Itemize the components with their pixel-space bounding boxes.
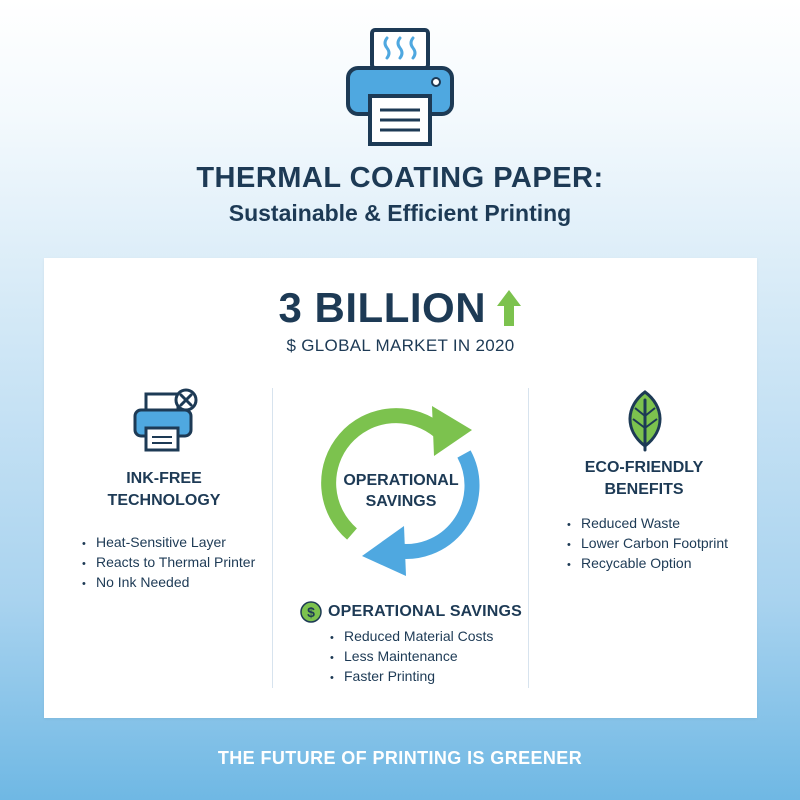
list-item: Reacts to Thermal Printer xyxy=(82,552,255,572)
column-divider-left xyxy=(272,388,273,688)
list-item: No Ink Needed xyxy=(82,572,255,592)
ink-free-heading: INK-FREE TECHNOLOGY xyxy=(64,468,264,512)
savings-list: Reduced Material Costs Less Maintenance … xyxy=(330,626,493,686)
heading-line: BENEFITS xyxy=(604,481,684,498)
info-card: 3 BILLION $ GLOBAL MARKET IN 2020 INK-FR… xyxy=(44,258,757,718)
stat-caption: $ GLOBAL MARKET IN 2020 xyxy=(286,336,515,355)
list-item: Reduced Waste xyxy=(567,513,728,533)
leaf-icon xyxy=(628,390,662,452)
cycle-arrows-icon xyxy=(321,406,480,576)
heading-line: INK-FREE xyxy=(126,470,202,487)
list-item: Reduced Material Costs xyxy=(330,626,493,646)
printer-no-ink-icon xyxy=(133,388,198,452)
page-title: THERMAL COATING PAPER: xyxy=(196,162,604,194)
list-item: Faster Printing xyxy=(330,666,493,686)
ink-free-list: Heat-Sensitive Layer Reacts to Thermal P… xyxy=(82,532,255,592)
svg-text:$: $ xyxy=(307,604,315,620)
dollar-icon: $ xyxy=(300,601,322,623)
market-stat: 3 BILLION xyxy=(44,284,757,332)
cycle-label-line: OPERATIONAL xyxy=(343,472,459,489)
list-item: Recycable Option xyxy=(567,553,728,573)
list-item: Lower Carbon Footprint xyxy=(567,533,728,553)
heading-line: ECO-FRIENDLY xyxy=(584,459,704,476)
printer-icon xyxy=(346,28,454,146)
list-item: Heat-Sensitive Layer xyxy=(82,532,255,552)
heading-line: TECHNOLOGY xyxy=(107,492,221,509)
list-item: Less Maintenance xyxy=(330,646,493,666)
savings-header: $ OPERATIONAL SAVINGS xyxy=(300,600,522,624)
stat-value: 3 BILLION xyxy=(278,284,487,331)
eco-friendly-heading: ECO-FRIENDLY BENEFITS xyxy=(544,457,744,501)
cycle-label-line: SAVINGS xyxy=(365,493,437,510)
eco-friendly-list: Reduced Waste Lower Carbon Footprint Rec… xyxy=(567,513,728,573)
column-divider-right xyxy=(528,388,529,688)
arrow-up-icon xyxy=(497,290,522,326)
page-subtitle: Sustainable & Efficient Printing xyxy=(228,200,572,226)
footer-tagline: THE FUTURE OF PRINTING IS GREENER xyxy=(217,748,583,768)
cycle-label: OPERATIONAL SAVINGS xyxy=(306,470,496,512)
savings-title: OPERATIONAL SAVINGS xyxy=(328,603,523,620)
